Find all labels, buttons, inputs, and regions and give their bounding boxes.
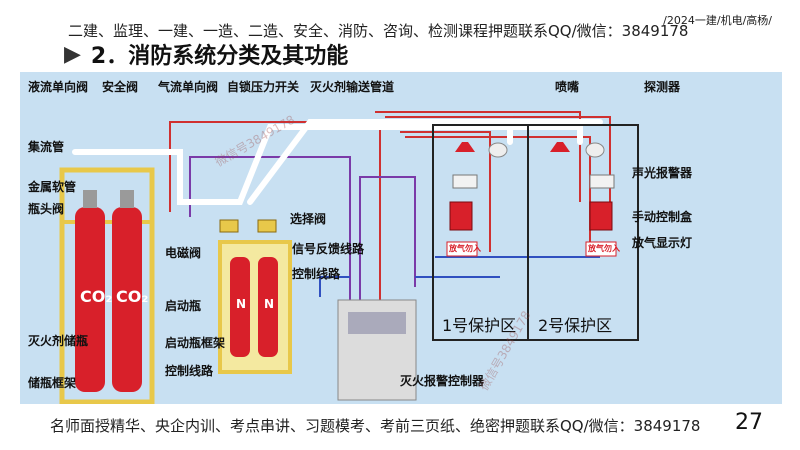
co2-cylinder-a — [75, 207, 105, 392]
discharge-sign-1-box — [446, 241, 478, 257]
agent-pipe-2 — [247, 119, 603, 205]
arrow-icon: ▶ — [64, 41, 81, 67]
fire-system-diagram: 液流单向阀 安全阀 气流单向阀 自锁压力开关 灭火剂输送管道 喷嘴 探测器 集流… — [20, 72, 782, 404]
n2-cylinder-a — [230, 257, 250, 357]
wire-purple-b — [359, 176, 416, 312]
label-bottle-valve: 瓶头阀 — [28, 202, 65, 216]
wire-red-b — [375, 111, 581, 202]
label-agent-pipe: 灭火剂输送管道 — [310, 80, 395, 94]
label-pressure-switch: 自锁压力开关 — [227, 80, 300, 94]
detector-2 — [585, 142, 605, 158]
label-co2-b: CO₂ — [116, 287, 149, 306]
label-discharge-sign-1: 放气勿入 — [449, 244, 481, 253]
alarm-2 — [589, 174, 615, 189]
label-fire-alarm-controller: 灭火报警控制器 — [400, 374, 485, 388]
bottle-valve-a — [83, 190, 97, 208]
label-solenoid-valve: 电磁阀 — [165, 246, 202, 260]
selector-valve-a — [219, 219, 239, 233]
bottom-banner: 名师面授精华、央企内训、考点串讲、习题模考、考前三页纸、绝密押题联系QQ/微信：… — [50, 417, 701, 435]
wire-blue-c — [319, 276, 350, 297]
nozzle-2 — [550, 142, 570, 152]
wire-purple-a — [189, 156, 351, 312]
label-liquid-check-valve: 液流单向阀 — [28, 80, 89, 94]
bottle-valve-b — [120, 190, 134, 208]
wire-red-a — [169, 121, 381, 322]
label-gas-check-valve: 气流单向阀 — [158, 80, 219, 94]
label-agent-storage-bottle: 灭火剂储瓶 — [28, 334, 89, 348]
label-manual-control-box: 手动控制盒 — [632, 210, 693, 224]
label-n2-b: N — [264, 297, 275, 311]
detector-1 — [488, 142, 508, 158]
selector-valve-b — [257, 219, 277, 233]
label-metal-hose: 金属软管 — [28, 180, 77, 194]
label-selector-valve: 选择阀 — [290, 212, 327, 226]
storage-rack-frame — [59, 167, 155, 404]
label-storage-rack: 储瓶框架 — [28, 376, 77, 390]
label-discharge-sign-2: 放气勿入 — [588, 244, 620, 253]
label-control-line-2: 控制线路 — [165, 364, 214, 378]
course-tag: /2024一建/机电/高杨/ — [663, 14, 772, 27]
label-signal-feedback-line: 信号反馈线路 — [292, 242, 365, 256]
co2-cylinder-b — [112, 207, 142, 392]
discharge-sign-2-box — [585, 241, 617, 257]
zone-frame — [432, 124, 639, 341]
page-title: 2．消防系统分类及其功能 — [90, 44, 349, 69]
label-control-line-1: 控制线路 — [292, 267, 341, 281]
label-start-bottle-rack: 启动瓶框架 — [165, 336, 226, 350]
manual-box-2 — [589, 201, 613, 231]
title-row: ▶ 2．消防系统分类及其功能 — [64, 38, 348, 70]
label-detector: 探测器 — [644, 80, 681, 94]
manual-box-1 — [449, 201, 473, 231]
label-manifold: 集流管 — [28, 140, 65, 154]
controller-screen — [348, 312, 406, 334]
label-sound-light-alarm: 声光报警器 — [632, 166, 693, 180]
label-start-bottle: 启动瓶 — [165, 299, 202, 313]
diagram-drawing — [59, 111, 639, 404]
wire-red-d — [400, 131, 491, 252]
page-number: 27 — [735, 410, 763, 435]
label-n2-a: N — [236, 297, 247, 311]
label-nozzle: 喷嘴 — [555, 80, 580, 94]
label-zone-2: 2号保护区 — [538, 316, 613, 335]
wire-red-c — [385, 116, 611, 202]
n2-cylinder-b — [258, 257, 278, 357]
label-safety-valve: 安全阀 — [102, 80, 139, 94]
label-zone-1: 1号保护区 — [442, 316, 517, 335]
label-discharge-indicator: 放气显示灯 — [632, 236, 693, 250]
alarm-1 — [452, 174, 478, 189]
top-banner: 二建、监理、一建、一造、二造、安全、消防、咨询、检测课程押题联系QQ/微信：38… — [68, 22, 689, 40]
nozzle-1 — [455, 142, 475, 152]
label-co2-a: CO₂ — [80, 287, 113, 306]
